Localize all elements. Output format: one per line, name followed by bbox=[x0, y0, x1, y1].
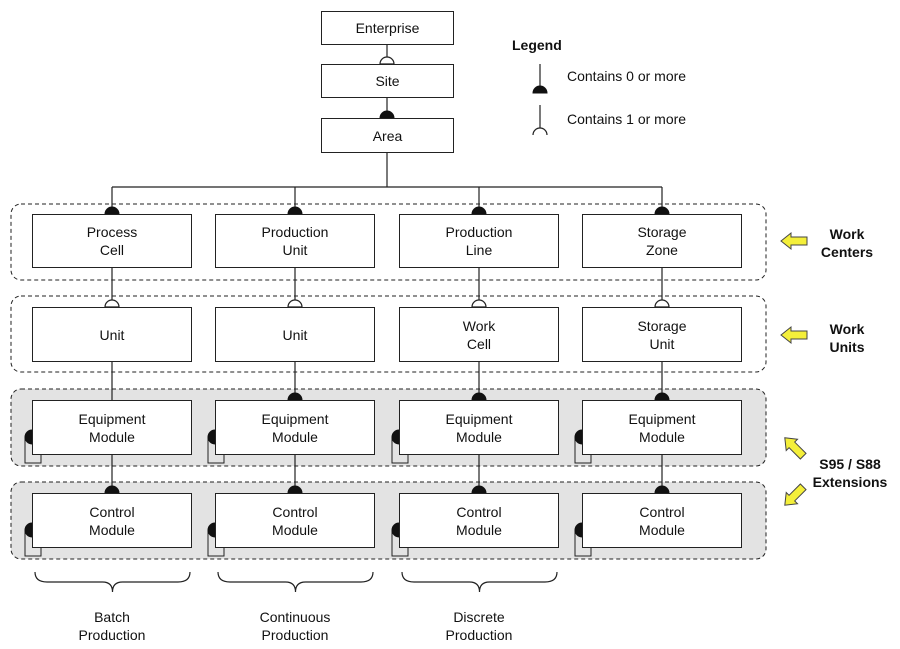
contains-one-or-more-icon bbox=[654, 299, 670, 308]
contains-zero-or-more-icon bbox=[654, 206, 670, 215]
contains-zero-or-more-icon bbox=[654, 392, 670, 401]
band-work-centers bbox=[10, 203, 767, 281]
contains-zero-or-more-icon bbox=[654, 485, 670, 494]
area-node: Area bbox=[321, 118, 454, 153]
control-module-3: Control Module bbox=[399, 493, 559, 548]
arrow-left-icon-work-units bbox=[780, 325, 808, 345]
contains-zero-or-more-icon bbox=[471, 485, 487, 494]
self-contains-zero-or-more-icon bbox=[391, 429, 400, 445]
contains-zero-or-more-icon bbox=[287, 392, 303, 401]
self-contains-zero-or-more-icon bbox=[391, 522, 400, 538]
equipment-module-4: Equipment Module bbox=[582, 400, 742, 455]
production-type-batch: Batch Production bbox=[78, 609, 146, 643]
contains-one-or-more-icon bbox=[379, 56, 395, 65]
contains-one-or-more-icon bbox=[287, 299, 303, 308]
legend-zero-or-more-icon bbox=[532, 85, 548, 94]
control-module-2: Control Module bbox=[215, 493, 375, 548]
contains-zero-or-more-icon bbox=[104, 485, 120, 494]
brace-1 bbox=[217, 571, 374, 593]
contains-zero-or-more-icon bbox=[379, 110, 395, 119]
brace-0 bbox=[34, 571, 191, 593]
arrow-left-icon-work-centers bbox=[780, 231, 808, 251]
self-contains-zero-or-more-icon bbox=[574, 429, 583, 445]
band-equipment-modules bbox=[10, 388, 767, 467]
equipment-module-3: Equipment Module bbox=[399, 400, 559, 455]
arrow-down-left-icon-extensions bbox=[784, 483, 807, 506]
production-type-discrete: Discrete Production bbox=[445, 609, 513, 643]
work-center-process-cell: Process Cell bbox=[32, 214, 192, 268]
brace-2 bbox=[401, 571, 558, 593]
site-node: Site bbox=[321, 64, 454, 98]
control-module-1: Control Module bbox=[32, 493, 192, 548]
work-unit-storage-unit: Storage Unit bbox=[582, 307, 742, 362]
work-unit-work-cell: Work Cell bbox=[399, 307, 559, 362]
production-type-continuous: Continuous Production bbox=[259, 609, 331, 643]
self-contains-zero-or-more-icon bbox=[24, 522, 33, 538]
self-contains-zero-or-more-icon bbox=[207, 429, 216, 445]
side-label-work-units: Work Units bbox=[829, 321, 865, 355]
legend-item-zero-or-more: Contains 0 or more bbox=[567, 68, 687, 84]
work-unit-unit-1: Unit bbox=[32, 307, 192, 362]
equipment-module-1: Equipment Module bbox=[32, 400, 192, 455]
self-contains-zero-or-more-icon bbox=[574, 522, 583, 538]
arrow-up-left-icon-extensions bbox=[784, 437, 807, 460]
control-module-4: Control Module bbox=[582, 493, 742, 548]
work-center-production-unit: Production Unit bbox=[215, 214, 375, 268]
work-unit-unit-2: Unit bbox=[215, 307, 375, 362]
legend-title: Legend bbox=[512, 37, 562, 53]
equipment-module-2: Equipment Module bbox=[215, 400, 375, 455]
legend-item-one-or-more: Contains 1 or more bbox=[567, 111, 687, 127]
contains-zero-or-more-icon bbox=[287, 206, 303, 215]
work-center-production-line: Production Line bbox=[399, 214, 559, 268]
side-label-extensions: S95 / S88 Extensions bbox=[812, 456, 888, 490]
contains-one-or-more-icon bbox=[104, 299, 120, 308]
work-center-storage-zone: Storage Zone bbox=[582, 214, 742, 268]
band-control-modules bbox=[10, 481, 767, 560]
self-contains-zero-or-more-icon bbox=[24, 429, 33, 445]
enterprise-node: Enterprise bbox=[321, 11, 454, 45]
side-label-work-centers: Work Centers bbox=[820, 226, 874, 260]
self-contains-zero-or-more-icon bbox=[207, 522, 216, 538]
contains-zero-or-more-icon bbox=[471, 392, 487, 401]
contains-zero-or-more-icon bbox=[287, 485, 303, 494]
contains-zero-or-more-icon bbox=[104, 206, 120, 215]
contains-zero-or-more-icon bbox=[471, 206, 487, 215]
contains-one-or-more-icon bbox=[471, 299, 487, 308]
legend-one-or-more-icon bbox=[532, 127, 548, 136]
band-work-units bbox=[10, 295, 767, 373]
